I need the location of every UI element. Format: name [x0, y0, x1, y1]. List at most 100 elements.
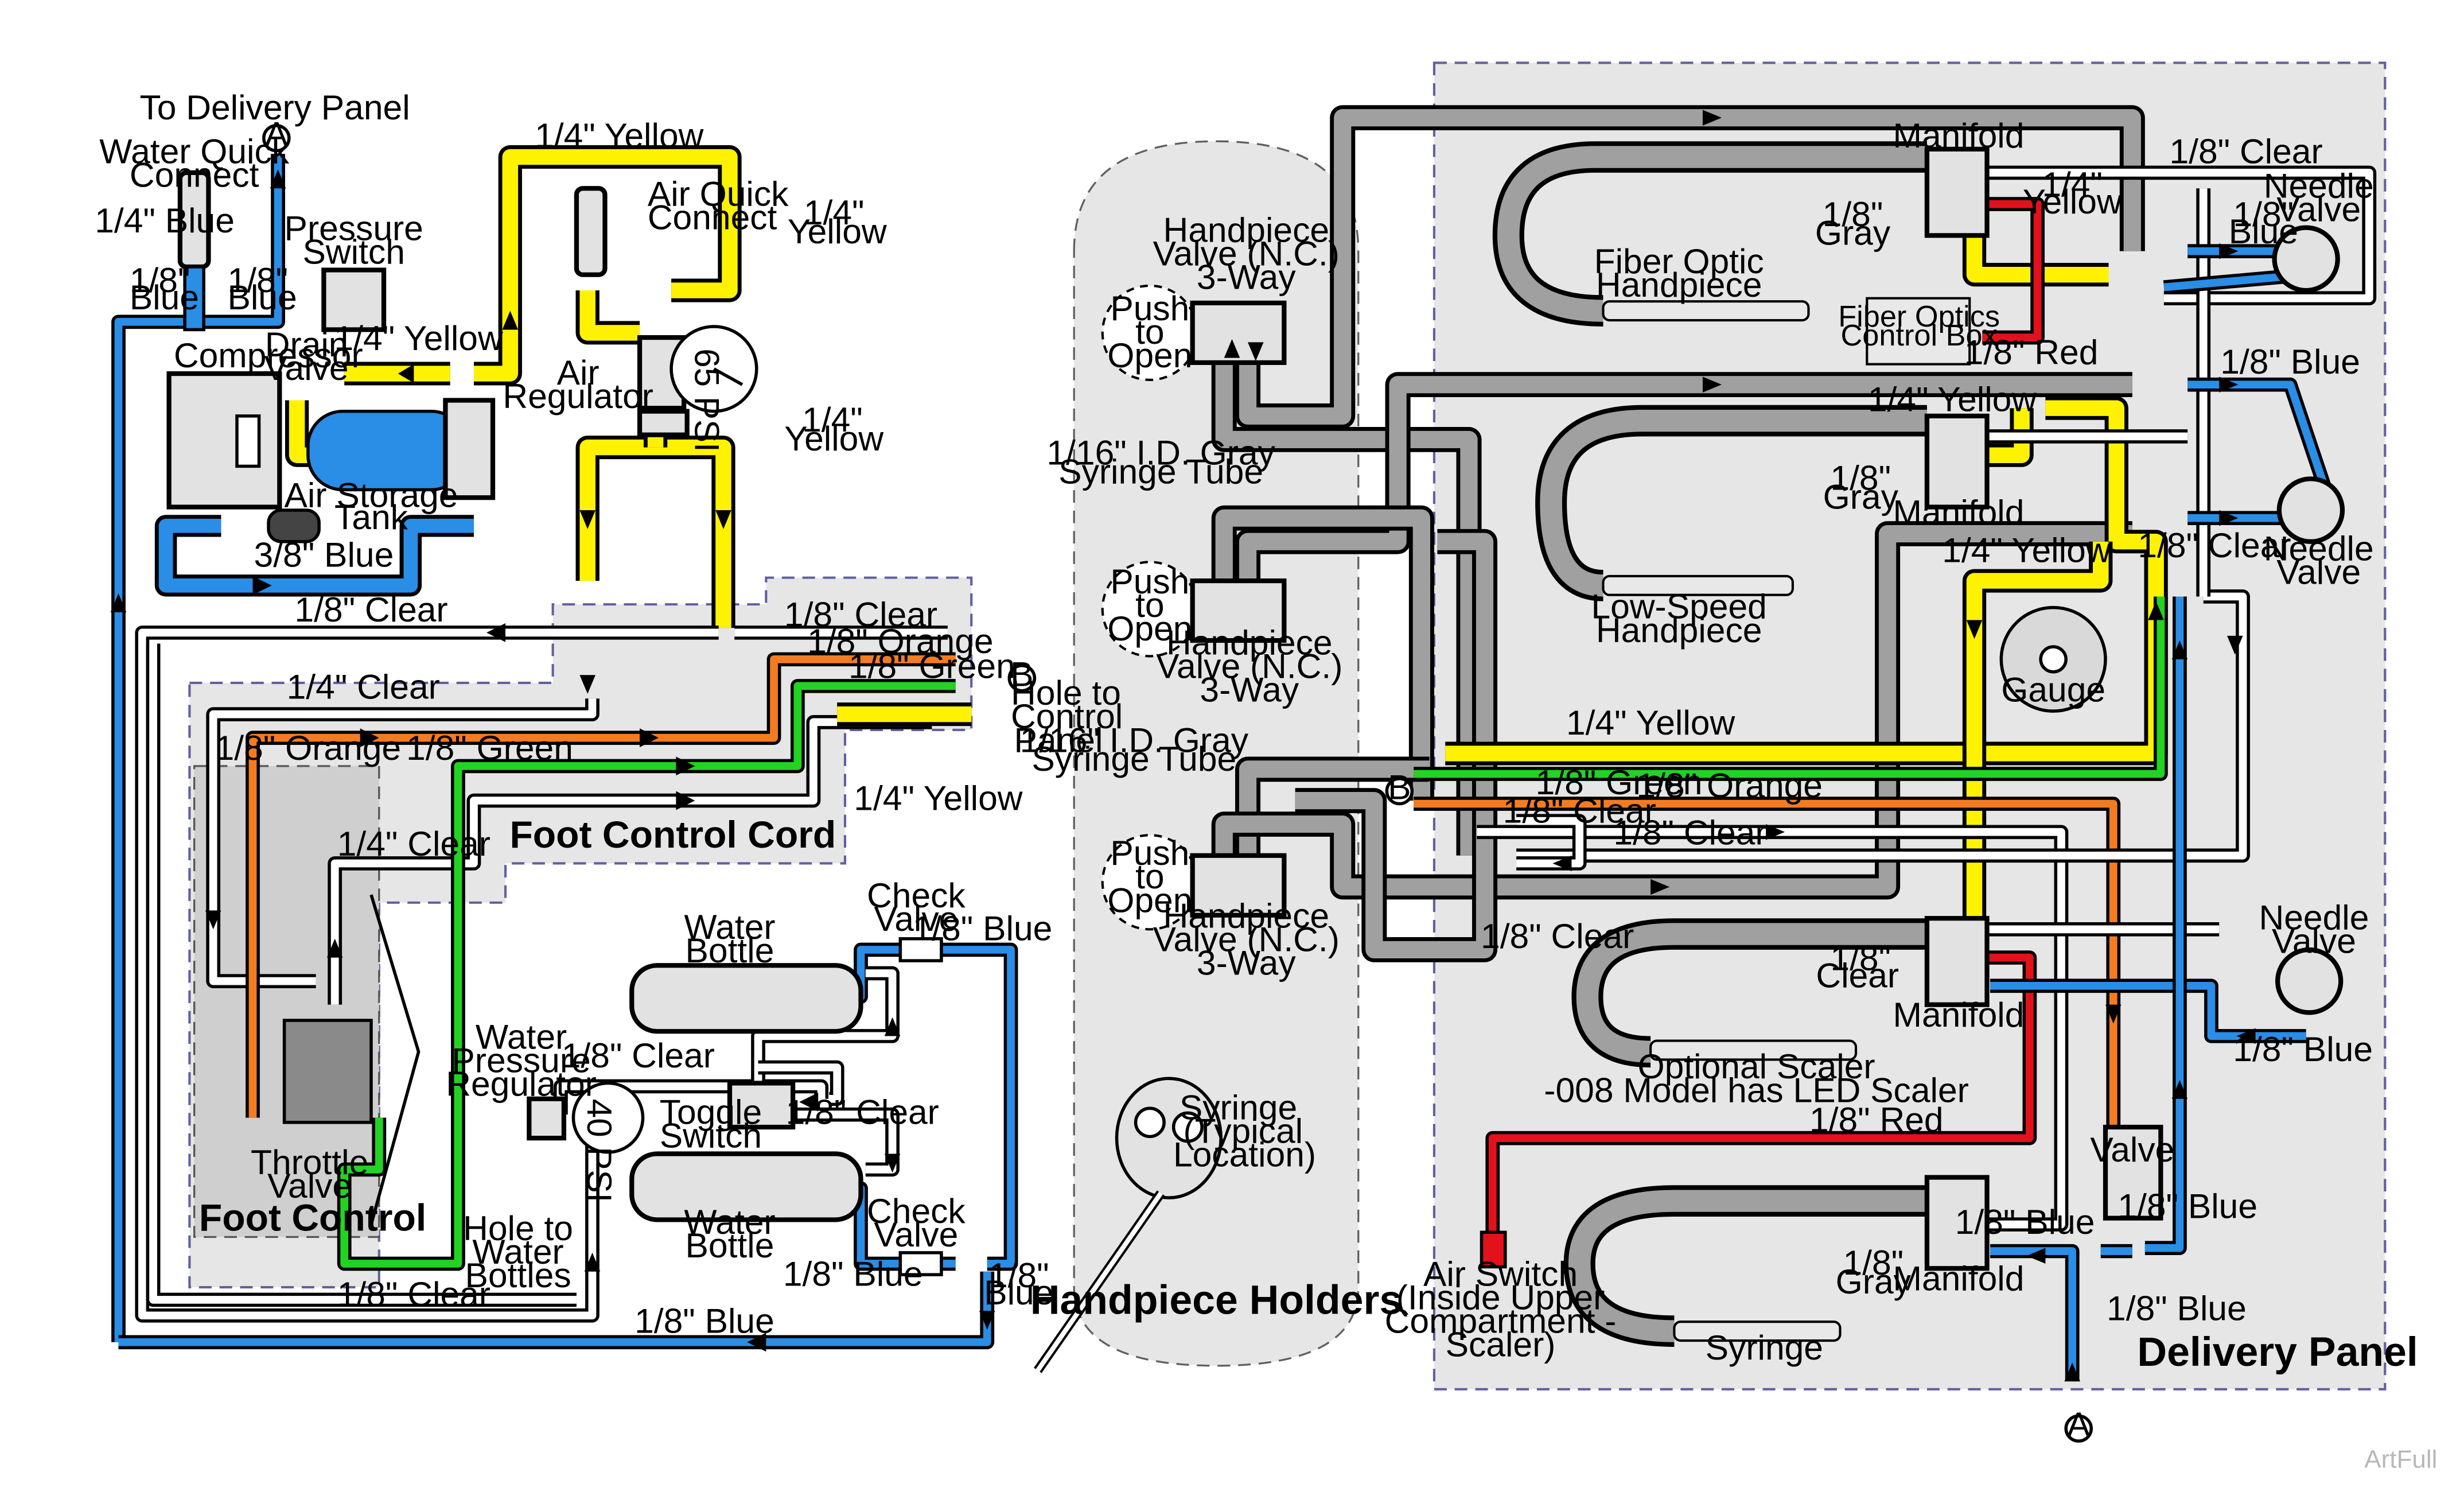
svg-text:Control: Control: [1011, 697, 1123, 736]
svg-text:Control Box: Control Box: [1841, 319, 1998, 352]
svg-text:Handpiece: Handpiece: [1163, 210, 1330, 249]
svg-text:Hole to: Hole to: [463, 1209, 573, 1248]
svg-text:1/8" Clear: 1/8" Clear: [2138, 526, 2291, 565]
svg-text:Compartment -: Compartment -: [1385, 1302, 1617, 1341]
svg-text:B: B: [1010, 655, 1033, 694]
svg-text:1/8": 1/8": [1830, 939, 1891, 978]
svg-text:1/8" Blue: 1/8" Blue: [2220, 342, 2360, 381]
water-pressure-regulator: [527, 1081, 645, 1154]
svg-text:Syringe Tube: Syringe Tube: [1058, 452, 1263, 491]
regulator-block: [637, 409, 690, 437]
labels-left: To Delivery Panel Water Quick Connect 1/…: [95, 88, 1123, 1340]
air-storage-tank: [306, 398, 496, 500]
svg-text:1/4": 1/4": [802, 400, 863, 439]
svg-text:Gray: Gray: [1836, 1262, 1912, 1301]
svg-text:1/8" Green: 1/8" Green: [848, 647, 1015, 686]
svg-text:1/16" I.D. Gray: 1/16" I.D. Gray: [1046, 433, 1275, 472]
svg-text:Valve: Valve: [2276, 190, 2361, 229]
svg-text:Water: Water: [684, 1202, 775, 1241]
svg-text:1/8" Clear: 1/8" Clear: [784, 595, 937, 634]
svg-text:1/8" Blue: 1/8" Blue: [2107, 1289, 2247, 1328]
svg-text:1/8" Clear: 1/8" Clear: [1503, 791, 1656, 830]
svg-text:1/8" Blue: 1/8" Blue: [635, 1302, 774, 1341]
svg-text:Needle: Needle: [2259, 898, 2369, 937]
handpiece-valve-2: [1101, 561, 1287, 658]
svg-text:Needle: Needle: [2264, 529, 2374, 568]
svg-text:Switch: Switch: [303, 232, 405, 271]
svg-text:1/8" Orange: 1/8" Orange: [1637, 766, 1823, 805]
svg-text:Manifold: Manifold: [1893, 116, 2025, 155]
svg-text:Open: Open: [1107, 609, 1192, 648]
svg-text:Handpiece: Handpiece: [1163, 896, 1330, 935]
svg-text:A: A: [265, 115, 289, 154]
svg-text:1/8": 1/8": [130, 261, 190, 300]
svg-text:1/8" Clear: 1/8" Clear: [562, 1036, 715, 1075]
svg-text:Air Quick: Air Quick: [648, 174, 789, 213]
svg-text:1/8": 1/8": [1830, 459, 1891, 498]
svg-text:Open: Open: [1107, 336, 1192, 375]
svg-text:Pressure: Pressure: [285, 209, 423, 248]
svg-text:Valve: Valve: [264, 348, 349, 387]
svg-text:Toggle: Toggle: [660, 1093, 762, 1132]
svg-text:1/4" Blue: 1/4" Blue: [95, 201, 235, 240]
water-bottle-bottom: [629, 1151, 863, 1222]
svg-text:Fiber Optics: Fiber Optics: [1838, 300, 2000, 333]
svg-text:1/4" Yellow: 1/4" Yellow: [334, 319, 503, 358]
water-quick-connect: [177, 170, 211, 332]
tubing-left: [111, 145, 1018, 1350]
svg-text:Foot Control: Foot Control: [199, 1197, 426, 1239]
flow-arrows: [110, 110, 2256, 1382]
svg-text:Push: Push: [1110, 833, 1189, 872]
svg-text:1/8" Clear: 1/8" Clear: [1613, 813, 1766, 852]
svg-text:Foot Control Cord: Foot Control Cord: [509, 813, 836, 856]
air-switch: [1480, 1230, 1507, 1269]
svg-text:1/4" Yellow: 1/4" Yellow: [535, 116, 704, 155]
check-valve-top: [898, 937, 943, 962]
svg-text:3-Way: 3-Way: [1200, 670, 1299, 709]
delivery-valve: [2103, 1124, 2163, 1221]
svg-text:Handpiece: Handpiece: [1596, 265, 1762, 304]
svg-text:Throttle: Throttle: [251, 1143, 368, 1182]
air-regulator: [637, 325, 758, 413]
svg-text:Water: Water: [476, 1017, 567, 1056]
water-bottle-top: [629, 963, 863, 1034]
needle-valve-3: [2275, 947, 2344, 1015]
svg-text:Tank: Tank: [334, 498, 408, 537]
svg-text:Handpiece: Handpiece: [1166, 623, 1333, 662]
marker-a-top: A: [262, 115, 291, 154]
svg-text:1/4" Yellow: 1/4" Yellow: [1942, 530, 2111, 569]
svg-text:Scaler): Scaler): [1446, 1325, 1556, 1364]
svg-text:1/4" Yellow: 1/4" Yellow: [1868, 380, 2037, 419]
svg-text:Yellow: Yellow: [784, 419, 883, 458]
svg-text:(Typical: (Typical: [1183, 1112, 1303, 1151]
svg-text:Gray: Gray: [1815, 213, 1891, 253]
svg-text:Blue: Blue: [984, 1273, 1053, 1312]
svg-text:Water: Water: [472, 1232, 563, 1271]
svg-text:Compressor: Compressor: [174, 336, 363, 375]
manifold-4: [1924, 1175, 1990, 1271]
svg-text:Valve (N.C.): Valve (N.C.): [1153, 920, 1340, 959]
svg-text:Blue: Blue: [130, 278, 199, 317]
svg-text:Optional Scaler: Optional Scaler: [1638, 1047, 1875, 1086]
foot-control-area: [193, 765, 380, 1238]
svg-text:1/4" Yellow: 1/4" Yellow: [854, 779, 1023, 818]
svg-text:1/8": 1/8": [1843, 1243, 1904, 1282]
svg-text:Bottle: Bottle: [686, 1226, 774, 1265]
svg-text:1/16" I.D. Gray: 1/16" I.D. Gray: [1020, 720, 1249, 759]
toggle-switch: [727, 1081, 796, 1130]
svg-text:1/8" Clear: 1/8" Clear: [2169, 132, 2322, 171]
needle-valve-1: [2272, 225, 2340, 293]
low-speed-handpiece: [1602, 574, 1794, 596]
svg-text:1/8" Blue: 1/8" Blue: [2117, 1187, 2257, 1226]
svg-text:Air Storage: Air Storage: [285, 476, 458, 515]
svg-text:1/4": 1/4": [804, 193, 865, 232]
marker-b-left: B: [1007, 655, 1037, 694]
svg-text:1/8": 1/8": [1823, 195, 1883, 234]
svg-text:Switch: Switch: [660, 1116, 762, 1155]
svg-text:Valve: Valve: [2272, 922, 2356, 961]
svg-text:Bottles: Bottles: [465, 1256, 571, 1295]
fiber-optics-control-box: [1866, 297, 1971, 366]
svg-text:Air Switch: Air Switch: [1423, 1254, 1578, 1293]
svg-text:1/8" Green: 1/8" Green: [1536, 763, 1703, 802]
